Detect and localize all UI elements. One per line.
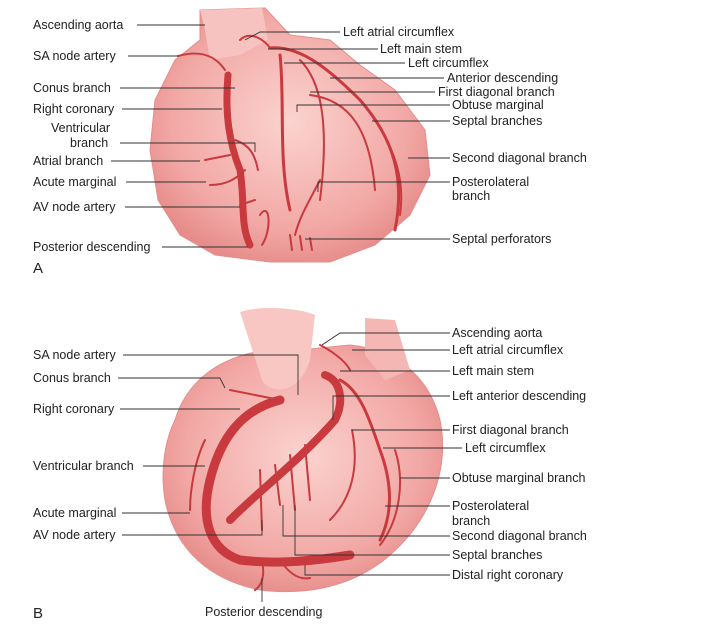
panel-label-a: A	[33, 260, 43, 277]
label-b-second-diagonal-branch: Second diagonal branch	[452, 529, 587, 543]
label-obtuse-marginal: Obtuse marginal	[452, 98, 544, 112]
label-ventricular-branch-2: branch	[70, 136, 108, 150]
label-b-first-diagonal-branch: First diagonal branch	[452, 423, 569, 437]
label-b-distal-right-coronary: Distal right coronary	[452, 568, 564, 582]
label-b-posterolateral-branch-1: Posterolateral	[452, 499, 529, 513]
label-first-diagonal-branch: First diagonal branch	[438, 85, 555, 99]
labels-b: SA node artery Conus branch Right corona…	[33, 326, 587, 622]
label-right-coronary: Right coronary	[33, 102, 115, 116]
label-b-acute-marginal: Acute marginal	[33, 506, 116, 520]
label-b-ascending-aorta: Ascending aorta	[452, 326, 542, 340]
label-posterolateral-branch-2: branch	[452, 189, 490, 203]
label-b-conus-branch: Conus branch	[33, 371, 111, 385]
label-b-sa-node-artery: SA node artery	[33, 348, 116, 362]
label-left-circumflex: Left circumflex	[408, 56, 489, 70]
label-anterior-descending: Anterior descending	[447, 71, 558, 85]
label-posterolateral-branch-1: Posterolateral	[452, 175, 529, 189]
label-b-ventricular-branch: Ventricular branch	[33, 459, 134, 473]
label-b-posterior-descending: Posterior descending	[205, 605, 322, 619]
leader-lines-b	[118, 332, 462, 602]
label-posterior-descending: Posterior descending	[33, 240, 150, 254]
label-septal-branches: Septal branches	[452, 114, 542, 128]
label-b-left-main-stem: Left main stem	[452, 364, 534, 378]
heart-b-illustration	[162, 308, 444, 593]
panel-label-b: B	[33, 605, 43, 622]
labels-a: Ascending aorta SA node artery Conus bra…	[33, 18, 587, 277]
label-ascending-aorta: Ascending aorta	[33, 18, 123, 32]
label-conus-branch: Conus branch	[33, 81, 111, 95]
leader-lines-a	[111, 24, 450, 248]
heart-a-illustration	[149, 7, 431, 263]
label-b-left-anterior-descending: Left anterior descending	[452, 389, 586, 403]
label-b-septal-branches: Septal branches	[452, 548, 542, 562]
label-b-posterolateral-branch-2: branch	[452, 514, 490, 528]
label-septal-perforators: Septal perforators	[452, 232, 551, 246]
label-b-left-atrial-circumflex: Left atrial circumflex	[452, 343, 564, 357]
label-b-left-circumflex: Left circumflex	[465, 441, 546, 455]
label-left-main-stem: Left main stem	[380, 42, 462, 56]
label-sa-node-artery: SA node artery	[33, 49, 116, 63]
label-b-right-coronary: Right coronary	[33, 402, 115, 416]
label-b-obtuse-marginal-branch: Obtuse marginal branch	[452, 471, 585, 485]
label-av-node-artery: AV node artery	[33, 200, 116, 214]
label-left-atrial-circumflex: Left atrial circumflex	[343, 25, 455, 39]
label-ventricular-branch-1: Ventricular	[51, 121, 110, 135]
label-acute-marginal: Acute marginal	[33, 175, 116, 189]
label-second-diagonal-branch: Second diagonal branch	[452, 151, 587, 165]
label-b-av-node-artery: AV node artery	[33, 528, 116, 542]
label-atrial-branch: Atrial branch	[33, 154, 103, 168]
